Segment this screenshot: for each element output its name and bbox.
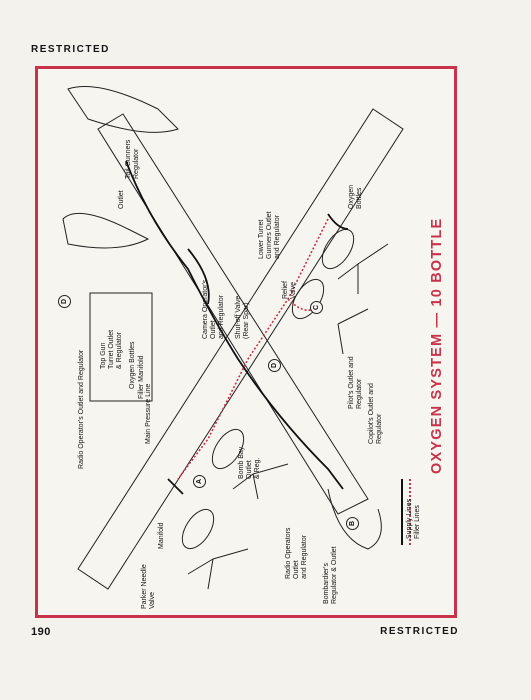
prop-2: [337, 308, 369, 355]
label-parker-needle-2: Valve: [149, 592, 156, 609]
label-oxygen-bottles-1: Oxygen: [348, 184, 355, 209]
marker-c: C: [310, 301, 323, 314]
label-radio-operators-1: Radio Operators: [285, 527, 292, 579]
main-wing: [77, 108, 404, 590]
supply-branch-camera: [187, 248, 210, 305]
marker-a: A: [193, 475, 206, 488]
footer-restricted: RESTRICTED: [380, 626, 459, 637]
prop-4: [187, 548, 249, 590]
label-bomb-bay-1: Bomb Bay: [238, 446, 245, 479]
legend-filler: Filler Lines: [414, 505, 421, 539]
oxygen-system-figure: OXYGEN SYSTEM — 10 BOTTLE Supply Lines F…: [35, 66, 457, 618]
inset-top-gun-2: Turret Outlet: [108, 329, 115, 369]
label-camera-operator-3: and Regulator: [218, 295, 225, 339]
label-bombardiers-2: Regulator & Outlet: [331, 546, 338, 604]
label-outlet: Outlet: [118, 190, 125, 209]
label-manifold: Manifold: [158, 522, 165, 549]
label-lower-turret-3: and Regulator: [274, 215, 281, 259]
marker-d: D: [268, 359, 281, 372]
prop-3: [232, 463, 289, 500]
header-restricted: RESTRICTED: [31, 44, 110, 55]
label-bombardiers-1: Bombardier's: [323, 562, 330, 604]
filler-line-main: [177, 218, 329, 480]
nose: [327, 488, 382, 550]
fuselage: [97, 113, 369, 515]
label-pilots-outlet-1: Pilot's Outlet and: [348, 356, 355, 409]
supply-branch-manifold: [167, 478, 184, 495]
label-camera-operator-1: Camera Operator's: [202, 279, 209, 339]
tail-fin-lower: [62, 212, 150, 249]
label-parker-needle-1: Parker Needle: [141, 564, 148, 609]
label-bomb-bay-3: & Reg.: [254, 457, 261, 479]
supply-branch-bottles: [327, 213, 349, 230]
engine-3: [211, 428, 245, 470]
figure-title: OXYGEN SYSTEM — 10 BOTTLE: [429, 217, 445, 474]
marker-b: B: [346, 517, 359, 530]
label-relief-valve-1: Relief: [282, 281, 289, 299]
filler-line-branch: [287, 298, 314, 312]
label-copilots-outlet-1: Copilot's Outlet and: [368, 383, 375, 444]
inset-box: [89, 292, 153, 402]
page-number: 190: [31, 626, 51, 638]
label-tail-gunners-1: Tail Gunners: [125, 139, 132, 179]
label-tail-gunners-2: Regulator: [133, 148, 140, 179]
label-radio-operators-3: and Regulator: [301, 535, 308, 579]
legend-swatches: [401, 479, 411, 545]
supply-line-main: [125, 160, 344, 490]
label-oxygen-bottles-2: Bottles: [356, 187, 363, 209]
inset-radio-operators: Radio Operator's Outlet and Regulator: [78, 349, 85, 469]
label-bomb-bay-2: Outlet: [246, 460, 253, 479]
label-copilots-outlet-2: Regulator: [376, 413, 383, 444]
aircraft-diagram: [62, 86, 411, 590]
prop-1: [337, 243, 389, 294]
engine-4: [181, 508, 215, 550]
label-lower-turret-2: Gunners Outlet: [266, 211, 273, 259]
label-lower-turret-1: Lower Turret: [258, 219, 265, 259]
label-pilots-outlet-2: Regulator: [356, 378, 363, 409]
label-radio-operators-2: Outlet: [293, 560, 300, 579]
marker-d-inset: D: [58, 295, 71, 308]
engine-1: [321, 228, 355, 270]
inset-main-pressure-line: Main Pressure Line: [145, 383, 152, 444]
label-camera-operator-2: Outlet: [210, 320, 217, 339]
label-shutoff-valve-1: Shut-off Valve: [235, 295, 242, 339]
inset-top-gun-1: Top Gun: [100, 342, 107, 369]
label-relief-valve-2: Valve: [290, 282, 297, 299]
inset-oxygen-bottles: Oxygen Bottles: [129, 341, 136, 389]
legend-supply: Supply Lines: [406, 498, 413, 539]
label-shutoff-valve-2: (Rear Spar): [243, 302, 250, 339]
inset-top-gun-3: & Regulator: [116, 332, 123, 369]
tail-stabilizer: [67, 86, 179, 133]
